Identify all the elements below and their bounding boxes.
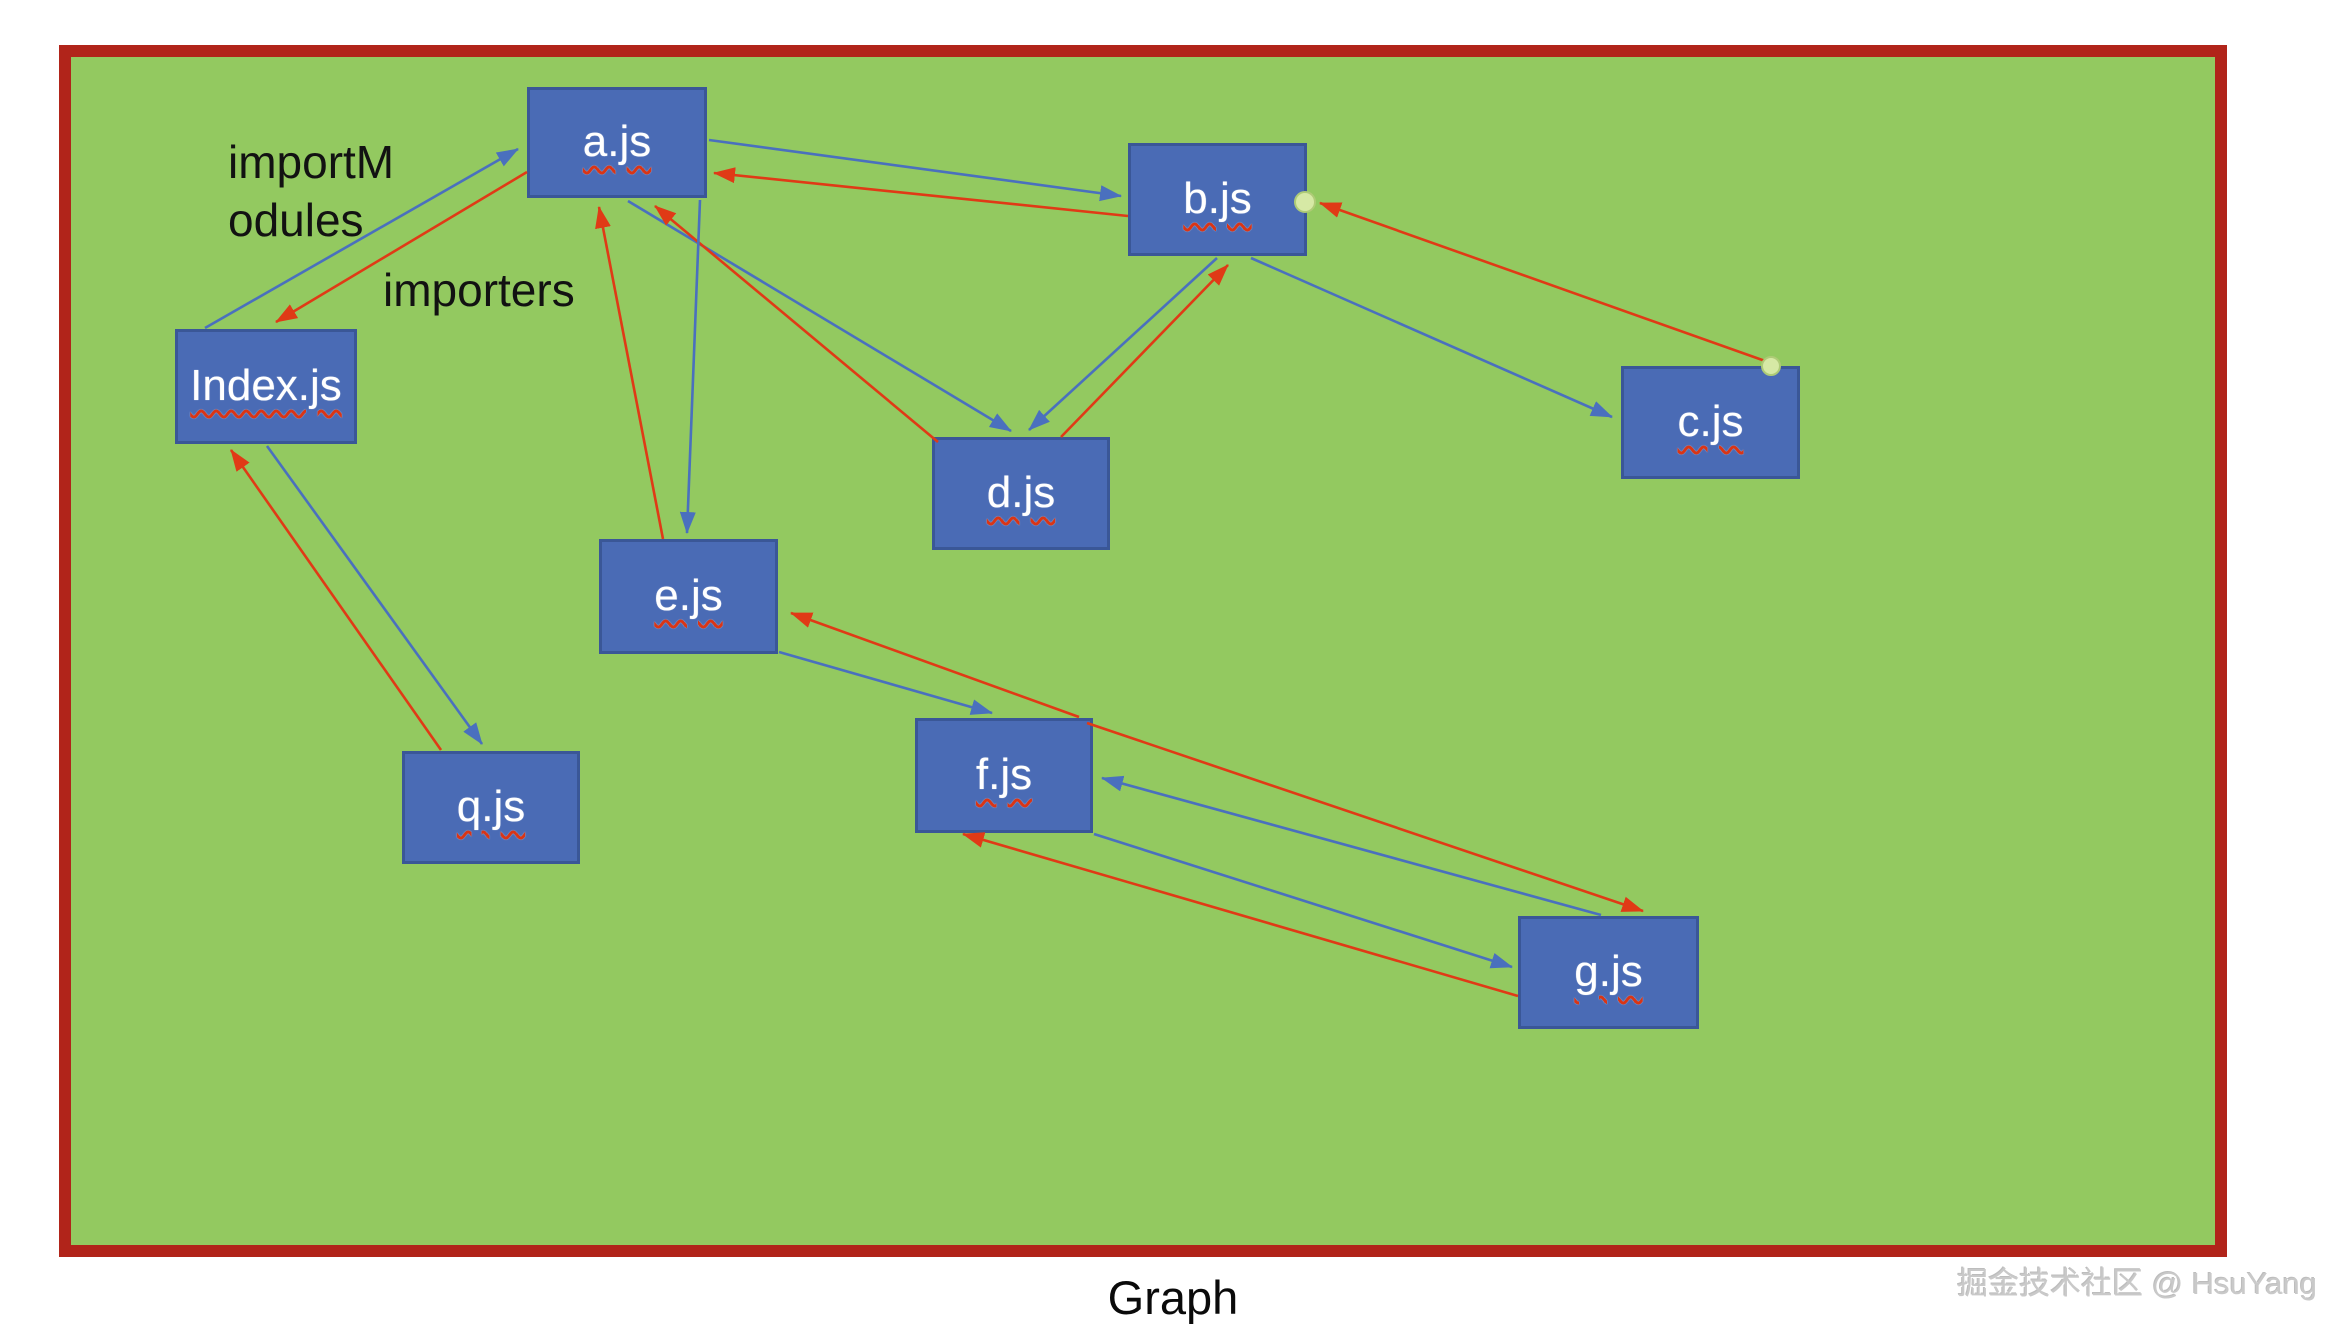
node-label: c.js	[1677, 397, 1744, 447]
connection-dot	[1294, 191, 1316, 213]
node-g-js: g.js	[1518, 916, 1699, 1029]
node-label: a.js	[582, 117, 652, 167]
node-index-js: Index.js	[175, 329, 357, 444]
node-label: b.js	[1183, 174, 1252, 224]
graph-caption: Graph	[1107, 1271, 1239, 1324]
legend-import-modules-label: importM odules	[228, 136, 395, 246]
node-f-js: f.js	[915, 718, 1093, 833]
node-label: d.js	[986, 468, 1056, 518]
node-d-js: d.js	[932, 437, 1110, 550]
node-q-js: q.js	[402, 751, 580, 864]
node-e-js: e.js	[599, 539, 778, 654]
node-label: q.js	[456, 782, 526, 832]
node-label: f.js	[975, 750, 1033, 800]
connection-dot	[1761, 356, 1781, 376]
node-a-js: a.js	[527, 87, 707, 198]
watermark: 掘金技术社区 @ HsuYang	[1957, 1266, 2317, 1301]
node-c-js: c.js	[1621, 366, 1800, 479]
legend-importers-label: importers	[383, 264, 575, 316]
node-label: Index.js	[190, 361, 342, 411]
node-label: g.js	[1574, 947, 1643, 997]
node-label: e.js	[654, 571, 723, 621]
node-b-js: b.js	[1128, 143, 1307, 256]
